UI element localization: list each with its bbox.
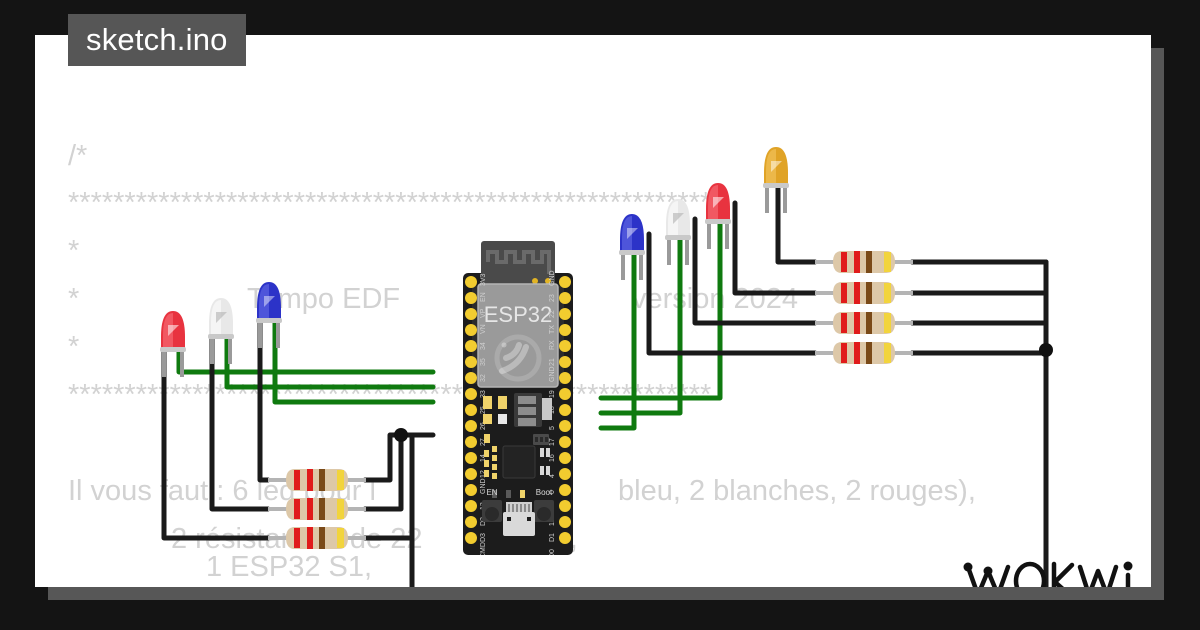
resistor-right-1[interactable] xyxy=(815,248,913,276)
esp32-module xyxy=(477,283,559,388)
led-red-right[interactable] xyxy=(699,179,739,249)
svg-text:3V3: 3V3 xyxy=(480,273,487,286)
svg-text:D0: D0 xyxy=(549,549,556,555)
svg-text:GND: GND xyxy=(549,366,556,382)
smd-components xyxy=(483,393,552,498)
junction-node-left xyxy=(394,428,408,442)
resistor-left-1[interactable] xyxy=(268,466,366,494)
wire-cathode-led-blue-left[interactable] xyxy=(257,299,271,483)
wire-anode-led-white-right[interactable] xyxy=(598,216,683,416)
svg-text:4: 4 xyxy=(549,474,556,478)
wire-cathode-led-yellow[interactable] xyxy=(775,164,818,265)
svg-text:21: 21 xyxy=(549,358,556,366)
led-blue-right[interactable] xyxy=(613,210,653,280)
wire-anode-led-blue-right[interactable] xyxy=(598,231,637,431)
button-boot-label: Boot xyxy=(536,488,553,497)
wire-cathode-led-blue-right[interactable] xyxy=(646,231,818,356)
led-blue-left[interactable] xyxy=(250,278,290,348)
svg-text:25: 25 xyxy=(480,406,487,414)
svg-text:26: 26 xyxy=(480,422,487,430)
antenna-pad-1 xyxy=(532,278,538,284)
svg-text:18: 18 xyxy=(549,406,556,414)
micro-usb-connector[interactable] xyxy=(503,502,535,536)
wire-anode-led-white-left[interactable] xyxy=(224,315,436,390)
rf-shield xyxy=(481,241,555,289)
wire-anode-led-red-right[interactable] xyxy=(598,200,723,401)
pin-header-right[interactable]: GND 23 22 TX RX 21 GND 19 18 5 17 16 4 0… xyxy=(549,270,571,544)
svg-text:0: 0 xyxy=(549,490,556,494)
wire-cathode-led-red-right[interactable] xyxy=(732,200,818,296)
svg-text:GND: GND xyxy=(480,478,487,494)
svg-text:17: 17 xyxy=(549,438,556,446)
esp32-devkit-board[interactable]: ESP32 3V3 EN VP VN 34 35 32 33 25 xyxy=(428,238,608,555)
wire-resistor-left-2-to-node[interactable] xyxy=(362,432,404,512)
wire-cathode-led-white-left[interactable] xyxy=(209,315,271,512)
svg-text:34: 34 xyxy=(480,342,487,350)
svg-text:TX: TX xyxy=(549,325,556,334)
led-yellow[interactable] xyxy=(757,143,797,213)
svg-text:16: 16 xyxy=(549,454,556,462)
resistor-right-2[interactable] xyxy=(815,279,913,307)
svg-text:D1: D1 xyxy=(549,533,556,542)
antenna-pad-2 xyxy=(545,278,551,284)
pcb-antenna xyxy=(486,250,551,274)
svg-text:EN: EN xyxy=(480,292,487,302)
svg-text:12: 12 xyxy=(480,470,487,478)
resistor-left-2[interactable] xyxy=(268,495,366,523)
svg-text:VP: VP xyxy=(480,308,487,318)
svg-text:19: 19 xyxy=(549,390,556,398)
pin-header-bottom-labels: CMD D0 xyxy=(480,542,556,555)
svg-text:23: 23 xyxy=(549,294,556,302)
svg-text:RX: RX xyxy=(549,340,556,350)
diagram-canvas[interactable]: /* *************************************… xyxy=(35,35,1151,587)
wokwi-logo xyxy=(963,561,1133,587)
espressif-logo xyxy=(499,342,529,374)
button-en[interactable] xyxy=(482,500,502,522)
led-white-right[interactable] xyxy=(659,195,699,265)
svg-text:GND: GND xyxy=(549,270,556,286)
led-red-left[interactable] xyxy=(154,307,194,377)
button-boot[interactable] xyxy=(534,500,554,522)
svg-text:35: 35 xyxy=(480,358,487,366)
junction-node-right xyxy=(1039,343,1053,357)
wire-layer xyxy=(161,164,1053,587)
svg-text:CMD: CMD xyxy=(480,542,487,555)
svg-text:5: 5 xyxy=(549,426,556,430)
esp32-module-label: ESP32 xyxy=(484,302,553,327)
svg-text:VN: VN xyxy=(480,324,487,334)
file-tab-sketch-ino[interactable]: sketch.ino xyxy=(68,14,246,66)
button-en-label: EN xyxy=(486,488,497,497)
wire-cathode-led-white-right[interactable] xyxy=(692,216,818,326)
svg-text:14: 14 xyxy=(480,454,487,462)
resistor-right-4[interactable] xyxy=(815,339,913,367)
led-white-left[interactable] xyxy=(202,294,242,364)
wokwi-logo-nodes xyxy=(963,561,1133,576)
resistor-right-3[interactable] xyxy=(815,309,913,337)
svg-text:33: 33 xyxy=(480,390,487,398)
wire-cathode-led-red-left[interactable] xyxy=(161,328,271,541)
wire-anode-led-blue-left[interactable] xyxy=(272,299,436,405)
svg-text:D3: D3 xyxy=(480,533,487,542)
svg-text:22: 22 xyxy=(549,310,556,318)
svg-text:32: 32 xyxy=(480,374,487,382)
svg-text:15: 15 xyxy=(549,518,556,526)
svg-text:27: 27 xyxy=(480,438,487,446)
resistor-left-3[interactable] xyxy=(268,524,366,552)
file-tab-label: sketch.ino xyxy=(86,22,228,57)
